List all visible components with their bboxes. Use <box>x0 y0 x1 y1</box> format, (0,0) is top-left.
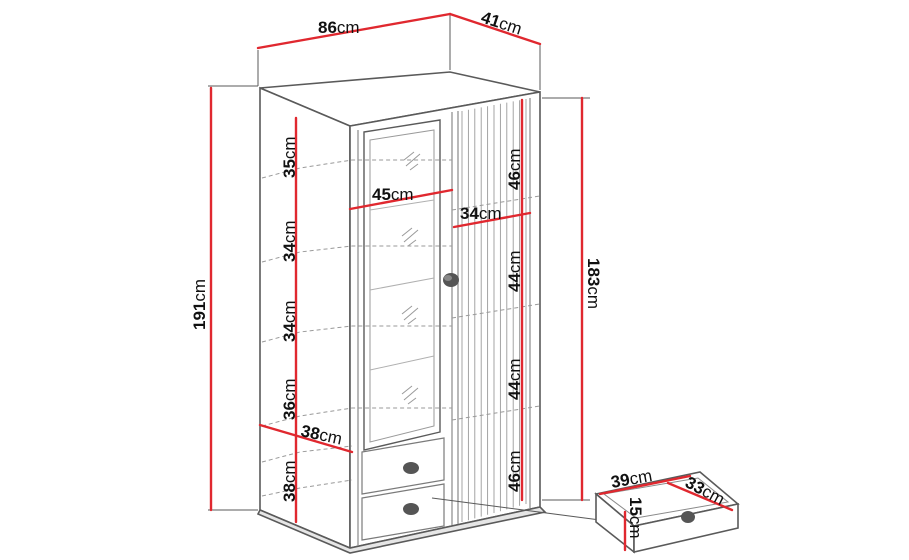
label-right-shelf-1: 46cm <box>505 148 524 190</box>
cabinet-front-face <box>259 86 351 550</box>
label-right-shelf-4: 46cm <box>505 450 524 492</box>
drawer-dimension-lines <box>598 474 734 552</box>
hidden-shelf-lines <box>261 159 541 497</box>
label-drawer-height: 15cm <box>626 497 645 539</box>
label-glass-width: 45cm <box>372 185 414 204</box>
drawer-knob-lower[interactable] <box>403 503 419 515</box>
label-body-height: 183cm <box>584 258 603 309</box>
label-left-shelf-4: 36cm <box>280 378 299 420</box>
label-drawer-width: 39cm <box>609 466 653 492</box>
label-overall-depth: 41cm <box>479 8 524 39</box>
cabinet-drawers <box>361 437 445 541</box>
label-left-shelf-3: 34cm <box>280 300 299 342</box>
drawer-detail-knob[interactable] <box>681 511 695 523</box>
label-right-width: 34cm <box>460 204 502 223</box>
labels: 86cm 41cm 191cm 183cm 35cm 34cm 34cm 36c… <box>190 8 728 539</box>
door-knob[interactable] <box>443 273 459 287</box>
label-right-shelf-3: 44cm <box>505 358 524 400</box>
dimension-lines <box>209 12 584 524</box>
label-overall-height: 191cm <box>190 279 209 330</box>
dim-line-right-width <box>452 211 532 229</box>
label-overall-width: 86cm <box>318 18 360 37</box>
label-left-bottom: 38cm <box>280 460 299 502</box>
label-left-shelf-depth: 38cm <box>299 421 344 448</box>
label-left-shelf-2: 34cm <box>280 220 299 262</box>
glass-door <box>363 119 441 451</box>
dim-line-depth <box>448 12 542 46</box>
glass-reflection-marks <box>401 151 421 405</box>
cabinet-inner-frame <box>357 98 531 546</box>
dim-line-shelf-depth <box>258 423 354 454</box>
drawer-knob-upper[interactable] <box>403 462 419 474</box>
dim-line-width <box>256 12 452 50</box>
dim-line-glass-width <box>348 188 454 211</box>
label-right-shelf-2: 44cm <box>505 250 524 292</box>
cabinet-plinth <box>256 506 547 554</box>
label-left-shelf-1: 35cm <box>280 136 299 178</box>
